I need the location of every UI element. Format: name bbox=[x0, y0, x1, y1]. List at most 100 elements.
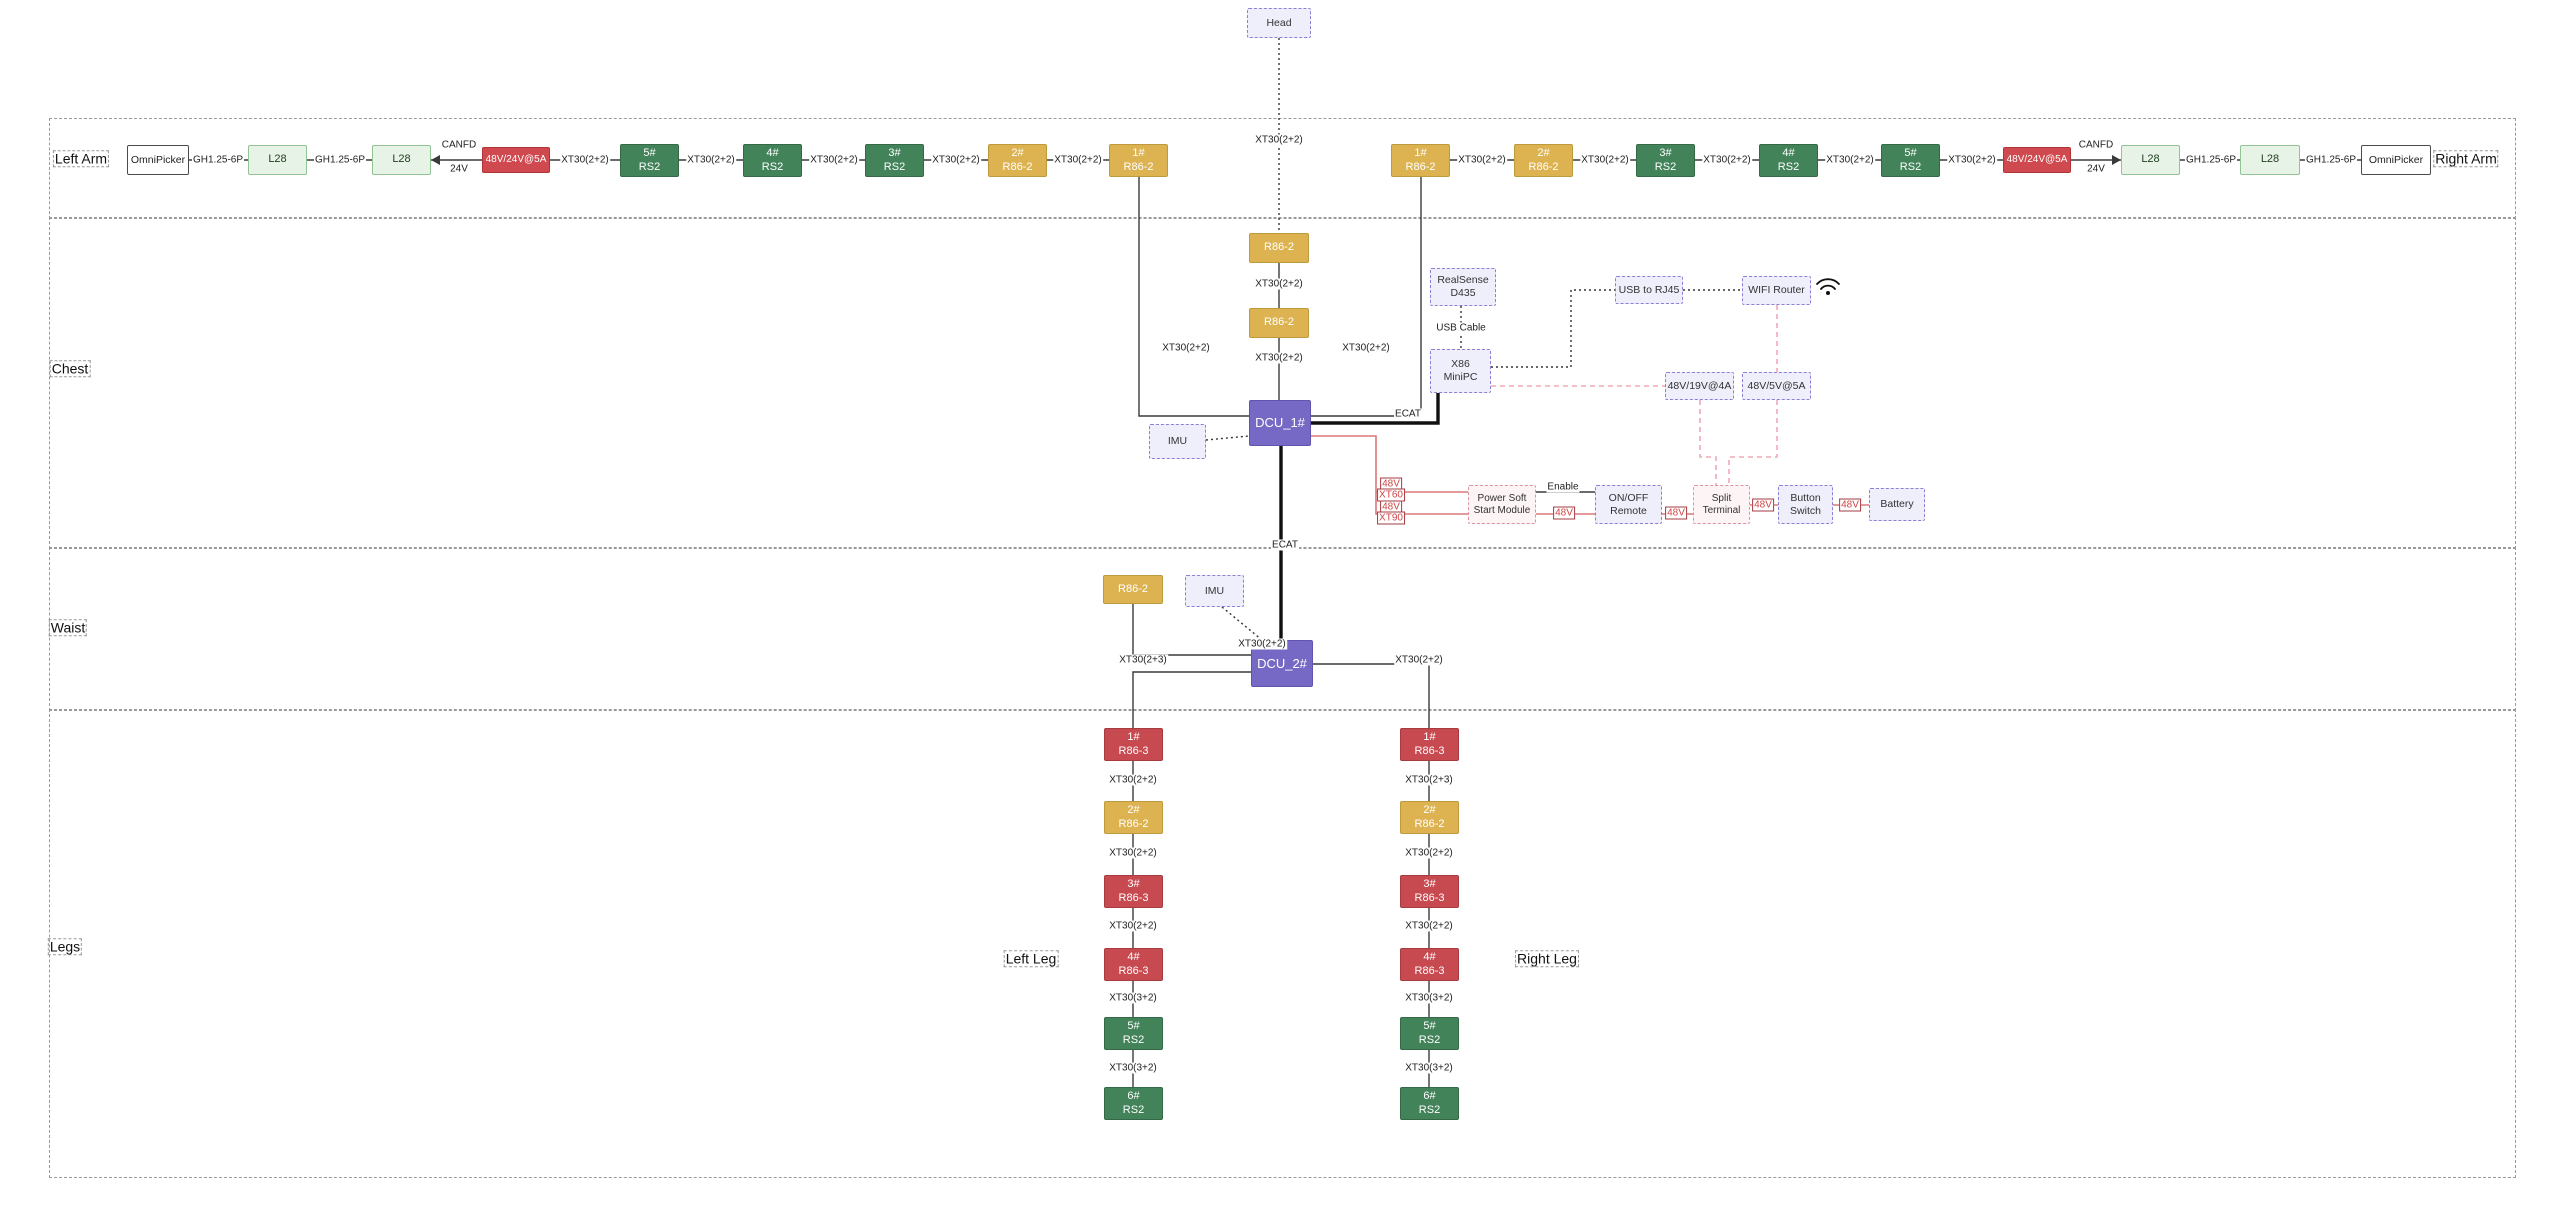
edge-label: XT30(2+2) bbox=[1394, 654, 1444, 666]
section-label: Left Arm bbox=[52, 150, 110, 168]
edge-label: XT30(2+2) bbox=[1254, 134, 1304, 146]
node-left-arm-joint4-label: 4# bbox=[766, 147, 779, 160]
node-l28-left-inner-label: L28 bbox=[392, 153, 411, 166]
node-psu-right-arm: 48V/24V@5A bbox=[2003, 147, 2071, 173]
node-omnipicker-left-label: OmniPicker bbox=[130, 153, 186, 166]
node-left-arm-joint2-label: 2# bbox=[1011, 147, 1024, 160]
node-power-soft-start-label: Start Module bbox=[1473, 504, 1531, 516]
node-dcu-1: DCU_1# bbox=[1249, 400, 1311, 446]
wifi-icon bbox=[1816, 278, 1840, 295]
edge-label: CANFD bbox=[440, 139, 478, 151]
node-left-arm-joint3: 3#RS2 bbox=[865, 144, 924, 177]
section-arms bbox=[49, 118, 2516, 219]
section-label: Right Arm bbox=[2433, 150, 2499, 168]
node-left-leg-joint2-label: 2# bbox=[1127, 804, 1140, 817]
edge-label: ECAT bbox=[1394, 408, 1422, 420]
node-wifi-router: WIFI Router bbox=[1742, 276, 1811, 305]
edge-label: XT30(2+2) bbox=[1108, 920, 1158, 932]
node-imu-waist-label: IMU bbox=[1204, 584, 1225, 597]
edge-label: GH1.25-6P bbox=[2304, 154, 2358, 166]
node-right-leg-joint6-label: RS2 bbox=[1418, 1103, 1441, 1116]
edge-label: XT30(2+2) bbox=[1404, 920, 1454, 932]
node-left-leg-joint4: 4#R86-3 bbox=[1104, 948, 1163, 981]
node-chest-motor-mid: R86-2 bbox=[1249, 308, 1309, 338]
edge-label: XT90 bbox=[1377, 511, 1405, 525]
node-left-leg-joint2-label: R86-2 bbox=[1118, 817, 1149, 830]
edge-label: 48V bbox=[1665, 506, 1687, 520]
edge-label: XT30(3+2) bbox=[1404, 1062, 1454, 1074]
edge-label: ECAT bbox=[1271, 539, 1299, 551]
node-left-arm-joint3-label: RS2 bbox=[883, 160, 906, 173]
node-right-leg-joint5-label: 5# bbox=[1423, 1020, 1436, 1033]
node-left-arm-joint1-label: R86-2 bbox=[1123, 160, 1154, 173]
node-psu-left-arm-label: 48V/24V@5A bbox=[485, 154, 547, 165]
node-wifi-router-label: WIFI Router bbox=[1748, 284, 1805, 297]
node-right-leg-joint2-label: 2# bbox=[1423, 804, 1436, 817]
node-left-leg-joint1-label: 1# bbox=[1127, 731, 1140, 744]
edge-line bbox=[1313, 663, 1430, 728]
node-left-leg-joint5: 5#RS2 bbox=[1104, 1017, 1163, 1050]
node-left-leg-joint5-label: 5# bbox=[1127, 1020, 1140, 1033]
edge-label: XT30(2+2) bbox=[1161, 342, 1211, 354]
node-right-leg-joint6: 6#RS2 bbox=[1400, 1087, 1459, 1120]
section-label: Right Leg bbox=[1515, 950, 1579, 968]
node-battery: Battery bbox=[1869, 488, 1925, 521]
node-button-switch-label: Button bbox=[1790, 491, 1821, 504]
node-right-leg-joint3: 3#R86-3 bbox=[1400, 875, 1459, 908]
node-left-arm-joint5: 5#RS2 bbox=[620, 144, 679, 177]
node-battery-label: Battery bbox=[1880, 498, 1914, 511]
edge-label: Enable bbox=[1546, 481, 1580, 493]
section-label: Chest bbox=[49, 360, 91, 378]
node-right-leg-joint4: 4#R86-3 bbox=[1400, 948, 1459, 981]
node-left-leg-joint6: 6#RS2 bbox=[1104, 1087, 1163, 1120]
node-right-arm-joint1: 1#R86-2 bbox=[1391, 144, 1450, 177]
node-right-arm-joint4-label: RS2 bbox=[1777, 160, 1800, 173]
edge-label: XT30(2+2) bbox=[1702, 154, 1752, 166]
node-imu-chest-label: IMU bbox=[1167, 435, 1188, 448]
node-right-leg-joint5: 5#RS2 bbox=[1400, 1017, 1459, 1050]
edge-label: XT30(2+2) bbox=[686, 154, 736, 166]
node-head: Head bbox=[1247, 8, 1311, 38]
node-right-leg-joint4-label: 4# bbox=[1423, 951, 1436, 964]
node-left-leg-joint3-label: R86-3 bbox=[1118, 891, 1149, 904]
node-right-arm-joint1-label: 1# bbox=[1414, 147, 1427, 160]
edge-label: XT30(2+2) bbox=[1825, 154, 1875, 166]
node-left-arm-joint4: 4#RS2 bbox=[743, 144, 802, 177]
edge-label: USB Cable bbox=[1435, 322, 1487, 334]
section-label: Waist bbox=[48, 619, 88, 637]
node-dcu-1-label: DCU_1# bbox=[1255, 415, 1305, 431]
edge-label: 24V bbox=[449, 163, 469, 175]
node-right-leg-joint4-label: R86-3 bbox=[1414, 964, 1445, 977]
node-split-terminal-label: Split bbox=[1711, 492, 1732, 504]
node-right-arm-joint4-label: 4# bbox=[1782, 147, 1795, 160]
node-right-leg-joint2-label: R86-2 bbox=[1414, 817, 1445, 830]
node-right-arm-joint2-label: R86-2 bbox=[1528, 160, 1559, 173]
node-conv-48v-19v-label: 48V/19V@4A bbox=[1667, 379, 1732, 392]
node-left-leg-joint4-label: R86-3 bbox=[1118, 964, 1149, 977]
node-right-arm-joint5-label: RS2 bbox=[1899, 160, 1922, 173]
node-right-leg-joint1: 1#R86-3 bbox=[1400, 728, 1459, 761]
node-right-arm-joint3-label: RS2 bbox=[1654, 160, 1677, 173]
edge-line bbox=[1132, 671, 1251, 728]
node-l28-right-outer: L28 bbox=[2240, 145, 2300, 175]
node-left-leg-joint2: 2#R86-2 bbox=[1104, 801, 1163, 834]
node-left-arm-joint2: 2#R86-2 bbox=[988, 144, 1047, 177]
node-onoff-remote-label: Remote bbox=[1610, 504, 1647, 517]
node-x86-minipc-label: X86 bbox=[1451, 358, 1470, 371]
node-l28-right-inner-label: L28 bbox=[2141, 153, 2160, 166]
node-right-leg-joint3-label: R86-3 bbox=[1414, 891, 1445, 904]
node-omnipicker-left: OmniPicker bbox=[127, 145, 189, 175]
node-left-leg-joint1-label: R86-3 bbox=[1118, 744, 1149, 757]
edge-line bbox=[1138, 177, 1249, 417]
node-right-arm-joint2-label: 2# bbox=[1537, 147, 1550, 160]
node-left-leg-joint6-label: RS2 bbox=[1122, 1103, 1145, 1116]
node-right-arm-joint3: 3#RS2 bbox=[1636, 144, 1695, 177]
node-conv-48v-5v-label: 48V/5V@5A bbox=[1747, 379, 1806, 392]
node-left-leg-joint4-label: 4# bbox=[1127, 951, 1140, 964]
